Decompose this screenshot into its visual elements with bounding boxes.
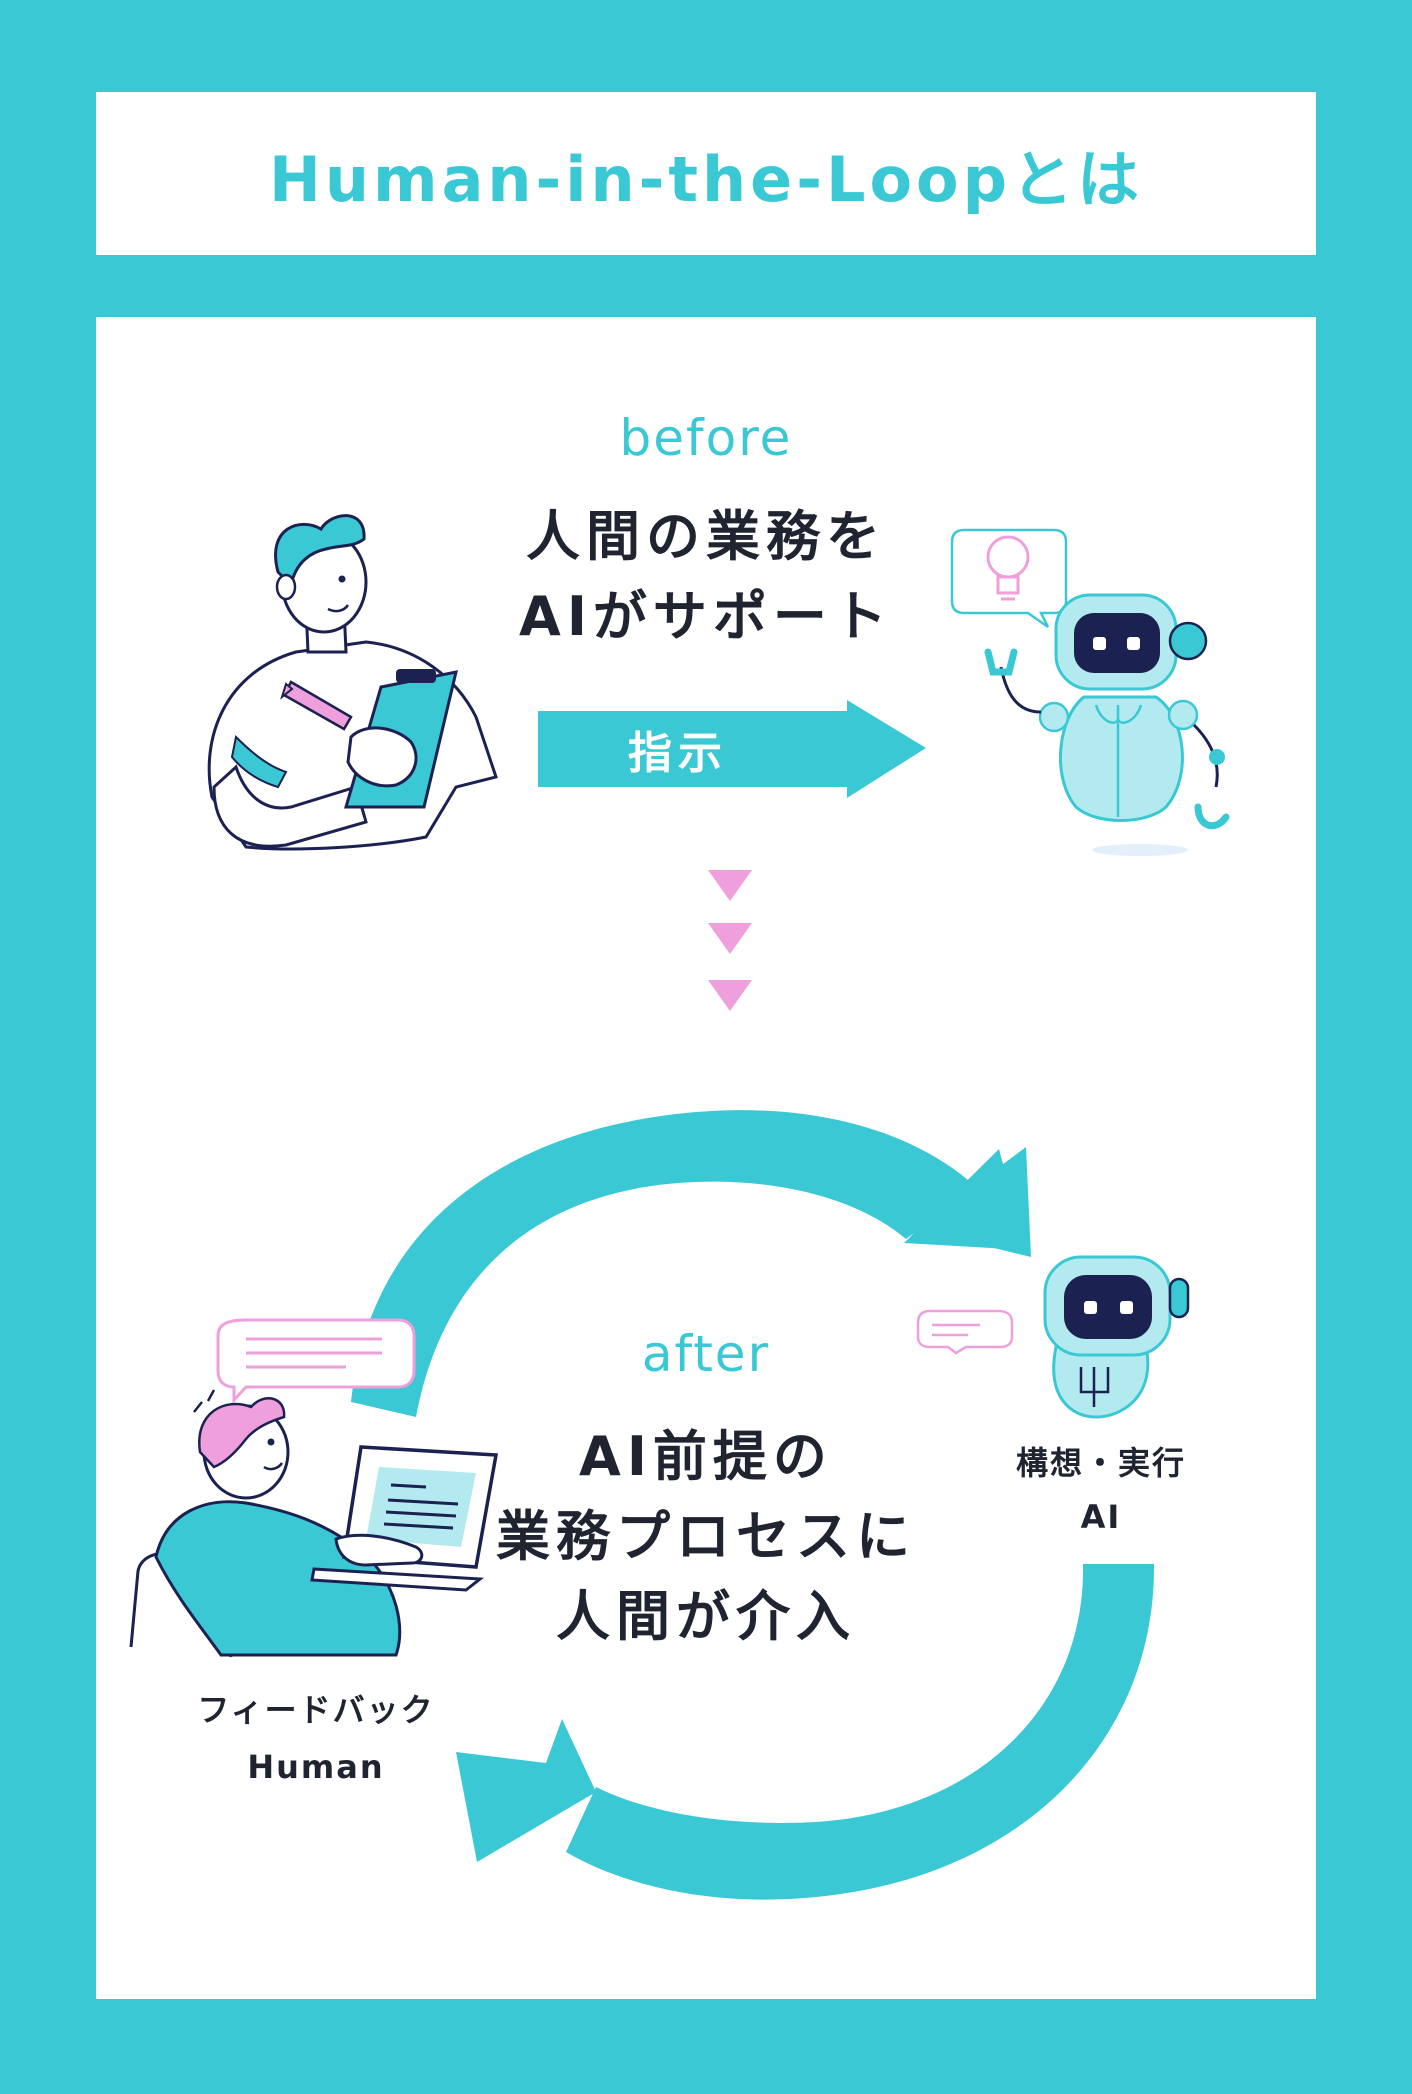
after-label: after xyxy=(641,1325,771,1383)
diagram-canvas xyxy=(129,514,1230,1900)
before-label: before xyxy=(619,409,793,467)
human-at-laptop-illustration xyxy=(129,1318,499,1658)
page-title: Human-in-the-Loopとは xyxy=(268,142,1144,216)
down-arrows xyxy=(708,870,752,1011)
before-headline: 人間の業務を AIがサポート xyxy=(519,505,893,648)
ai-name-label: AI xyxy=(1080,1498,1122,1536)
cycle-arrow-top xyxy=(351,1110,1031,1417)
robot-illustration xyxy=(950,528,1230,856)
after-headline: AI前提の 業務プロセスに 人間が介入 xyxy=(496,1425,916,1648)
ai-role-label: 構想・実行 xyxy=(1015,1444,1186,1482)
human-name-label: Human xyxy=(247,1748,385,1786)
main-panel: before 人間の業務を AIがサポート 指示 after AI前提の 業務プ… xyxy=(96,317,1316,1999)
robot-head-illustration xyxy=(916,1255,1190,1419)
instruction-arrow-label: 指示 xyxy=(628,728,728,779)
instruction-arrow xyxy=(538,700,926,798)
cycle-arrow-bottom xyxy=(456,1564,1155,1900)
human-role-label: フィードバック xyxy=(197,1691,435,1729)
person-with-clipboard-illustration xyxy=(207,514,498,851)
title-panel: Human-in-the-Loopとは xyxy=(96,92,1316,255)
